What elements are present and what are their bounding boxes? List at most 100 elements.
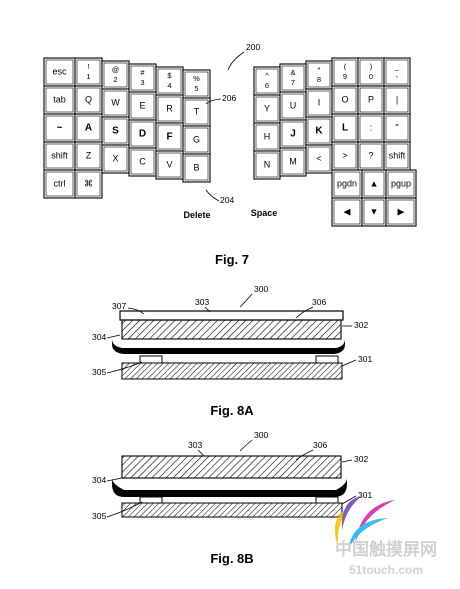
right-key-0-5-top: _ [394, 62, 400, 71]
right-key-0-1-top: & [290, 68, 295, 77]
right-key-0-1-label: 7 [291, 78, 295, 87]
right-key-1-2: I [305, 88, 333, 118]
left-key-3-1-label: X [112, 153, 118, 163]
right-key-1-1: U [279, 91, 307, 121]
spacer-305b-right [315, 496, 339, 504]
right-key-1-1-label: U [290, 100, 297, 110]
right-key-2-5: " [383, 113, 411, 143]
flexible-layer-b [112, 478, 347, 497]
right-key-2-1: J [279, 119, 307, 149]
nav-key-1-2: ▶ [385, 197, 417, 227]
left-key-3-2-label: C [139, 156, 146, 166]
ref-305: 305 [92, 367, 106, 377]
left-key-0-2-top: # [140, 68, 145, 77]
ref-206: 206 [222, 93, 236, 103]
left-key-0-4: %5 [182, 69, 211, 99]
right-key-0-0-top: ^ [265, 71, 269, 80]
right-key-0-2-label: 8 [317, 75, 321, 84]
base-301b [121, 502, 343, 518]
nav-key-0-2-label: pgup [391, 178, 411, 188]
right-key-2-3: L [331, 113, 359, 143]
left-key-4-0-label: ⌘ [84, 178, 93, 188]
left-key-2-3-label: F [166, 132, 172, 143]
ref-204: 204 [220, 195, 234, 205]
left-key-3-2: C [128, 147, 157, 177]
ref-303: 303 [195, 297, 209, 307]
leader-301 [341, 359, 357, 367]
watermark-url: 51touch.com [349, 563, 423, 577]
leader-306 [295, 306, 314, 319]
hatched-layer-302b [121, 455, 342, 479]
left-key-3-0: Z [74, 141, 103, 171]
right-key-1-4-label: P [368, 94, 374, 104]
left-key-0-1: @2 [101, 60, 130, 90]
left-key-0-3-top: $ [167, 71, 172, 80]
ref-306b: 306 [313, 440, 327, 450]
hatched-layer-302 [121, 319, 342, 340]
leader-301b [341, 495, 357, 505]
left-key-1-0: Q [74, 85, 103, 115]
ref-307: 307 [112, 301, 126, 311]
key-x-mod: ~ [43, 113, 76, 143]
key-tab-mod: tab [43, 85, 76, 115]
left-key-0-0-top: ! [87, 62, 89, 71]
leader-206 [205, 98, 222, 105]
base-301 [121, 362, 343, 380]
nav-key-0-0-label: pgdn [337, 178, 357, 188]
nav-key-0-1-label: ▲ [370, 178, 379, 188]
left-key-0-0: !1 [74, 57, 103, 87]
left-key-2-2-label: D [139, 129, 146, 140]
left-key-3-0-label: Z [86, 150, 92, 160]
logo-swoosh-yellow [334, 508, 350, 548]
right-key-1-3-label: O [341, 94, 348, 104]
left-key-0-4-top: % [193, 74, 200, 83]
nav-key-1-1-label: ▼ [370, 206, 379, 216]
left-key-2-0-label: A [85, 123, 92, 134]
right-key-0-4-label: 0 [369, 72, 373, 81]
ref-305b: 305 [92, 511, 106, 521]
left-key-1-3: R [155, 94, 184, 124]
right-key-0-2: *8 [305, 60, 333, 90]
right-key-0-1: &7 [279, 63, 307, 93]
leader-304b [106, 477, 123, 482]
right-key-3-5-label: shift [389, 150, 406, 160]
mod-label: shift [51, 150, 68, 160]
left-key-2-4-label: G [193, 134, 200, 144]
leader-303b [197, 449, 205, 457]
spacer-305-right [315, 355, 339, 364]
right-key-2-0: H [253, 122, 281, 152]
left-key-4-0: ⌘ [74, 169, 103, 199]
left-key-0-0-label: 1 [86, 72, 90, 81]
mod-label: ctrl [54, 178, 66, 188]
right-key-3-4: ? [357, 141, 385, 171]
left-key-1-4: T [182, 97, 211, 127]
nav-key-0-2: pgup [385, 169, 417, 199]
left-key-3-4-label: B [193, 162, 199, 172]
left-key-1-2: E [128, 91, 157, 121]
right-key-0-3-label: 9 [343, 72, 347, 81]
right-key-0-4-top: ) [370, 62, 373, 71]
delete-label: Delete [183, 210, 210, 220]
leader-300 [239, 293, 253, 308]
spacer-305b-left [139, 496, 163, 504]
left-key-2-4: G [182, 125, 211, 155]
fig8a-cross-section: 300 303 306 307 302 304 305 301 Fig. 8A [92, 284, 372, 418]
leader-300b [239, 439, 253, 452]
left-key-0-3-label: 4 [167, 81, 171, 90]
space-label: Space [251, 208, 278, 218]
right-key-3-4-label: ? [368, 150, 373, 160]
left-key-1-1: W [101, 88, 130, 118]
mod-label: ~ [57, 123, 63, 134]
top-sheet-303 [119, 310, 344, 321]
leader-305b [106, 501, 143, 518]
left-key-3-1: X [101, 144, 130, 174]
right-key-1-2-label: I [318, 97, 321, 107]
right-key-0-5-label: - [396, 72, 399, 81]
leader-306b [295, 449, 314, 461]
left-key-0-3: $4 [155, 66, 184, 96]
right-key-1-0: Y [253, 94, 281, 124]
fig8a-caption: Fig. 8A [210, 403, 254, 418]
left-key-0-4-label: 5 [194, 84, 198, 93]
left-key-0-1-top: @ [112, 65, 120, 74]
